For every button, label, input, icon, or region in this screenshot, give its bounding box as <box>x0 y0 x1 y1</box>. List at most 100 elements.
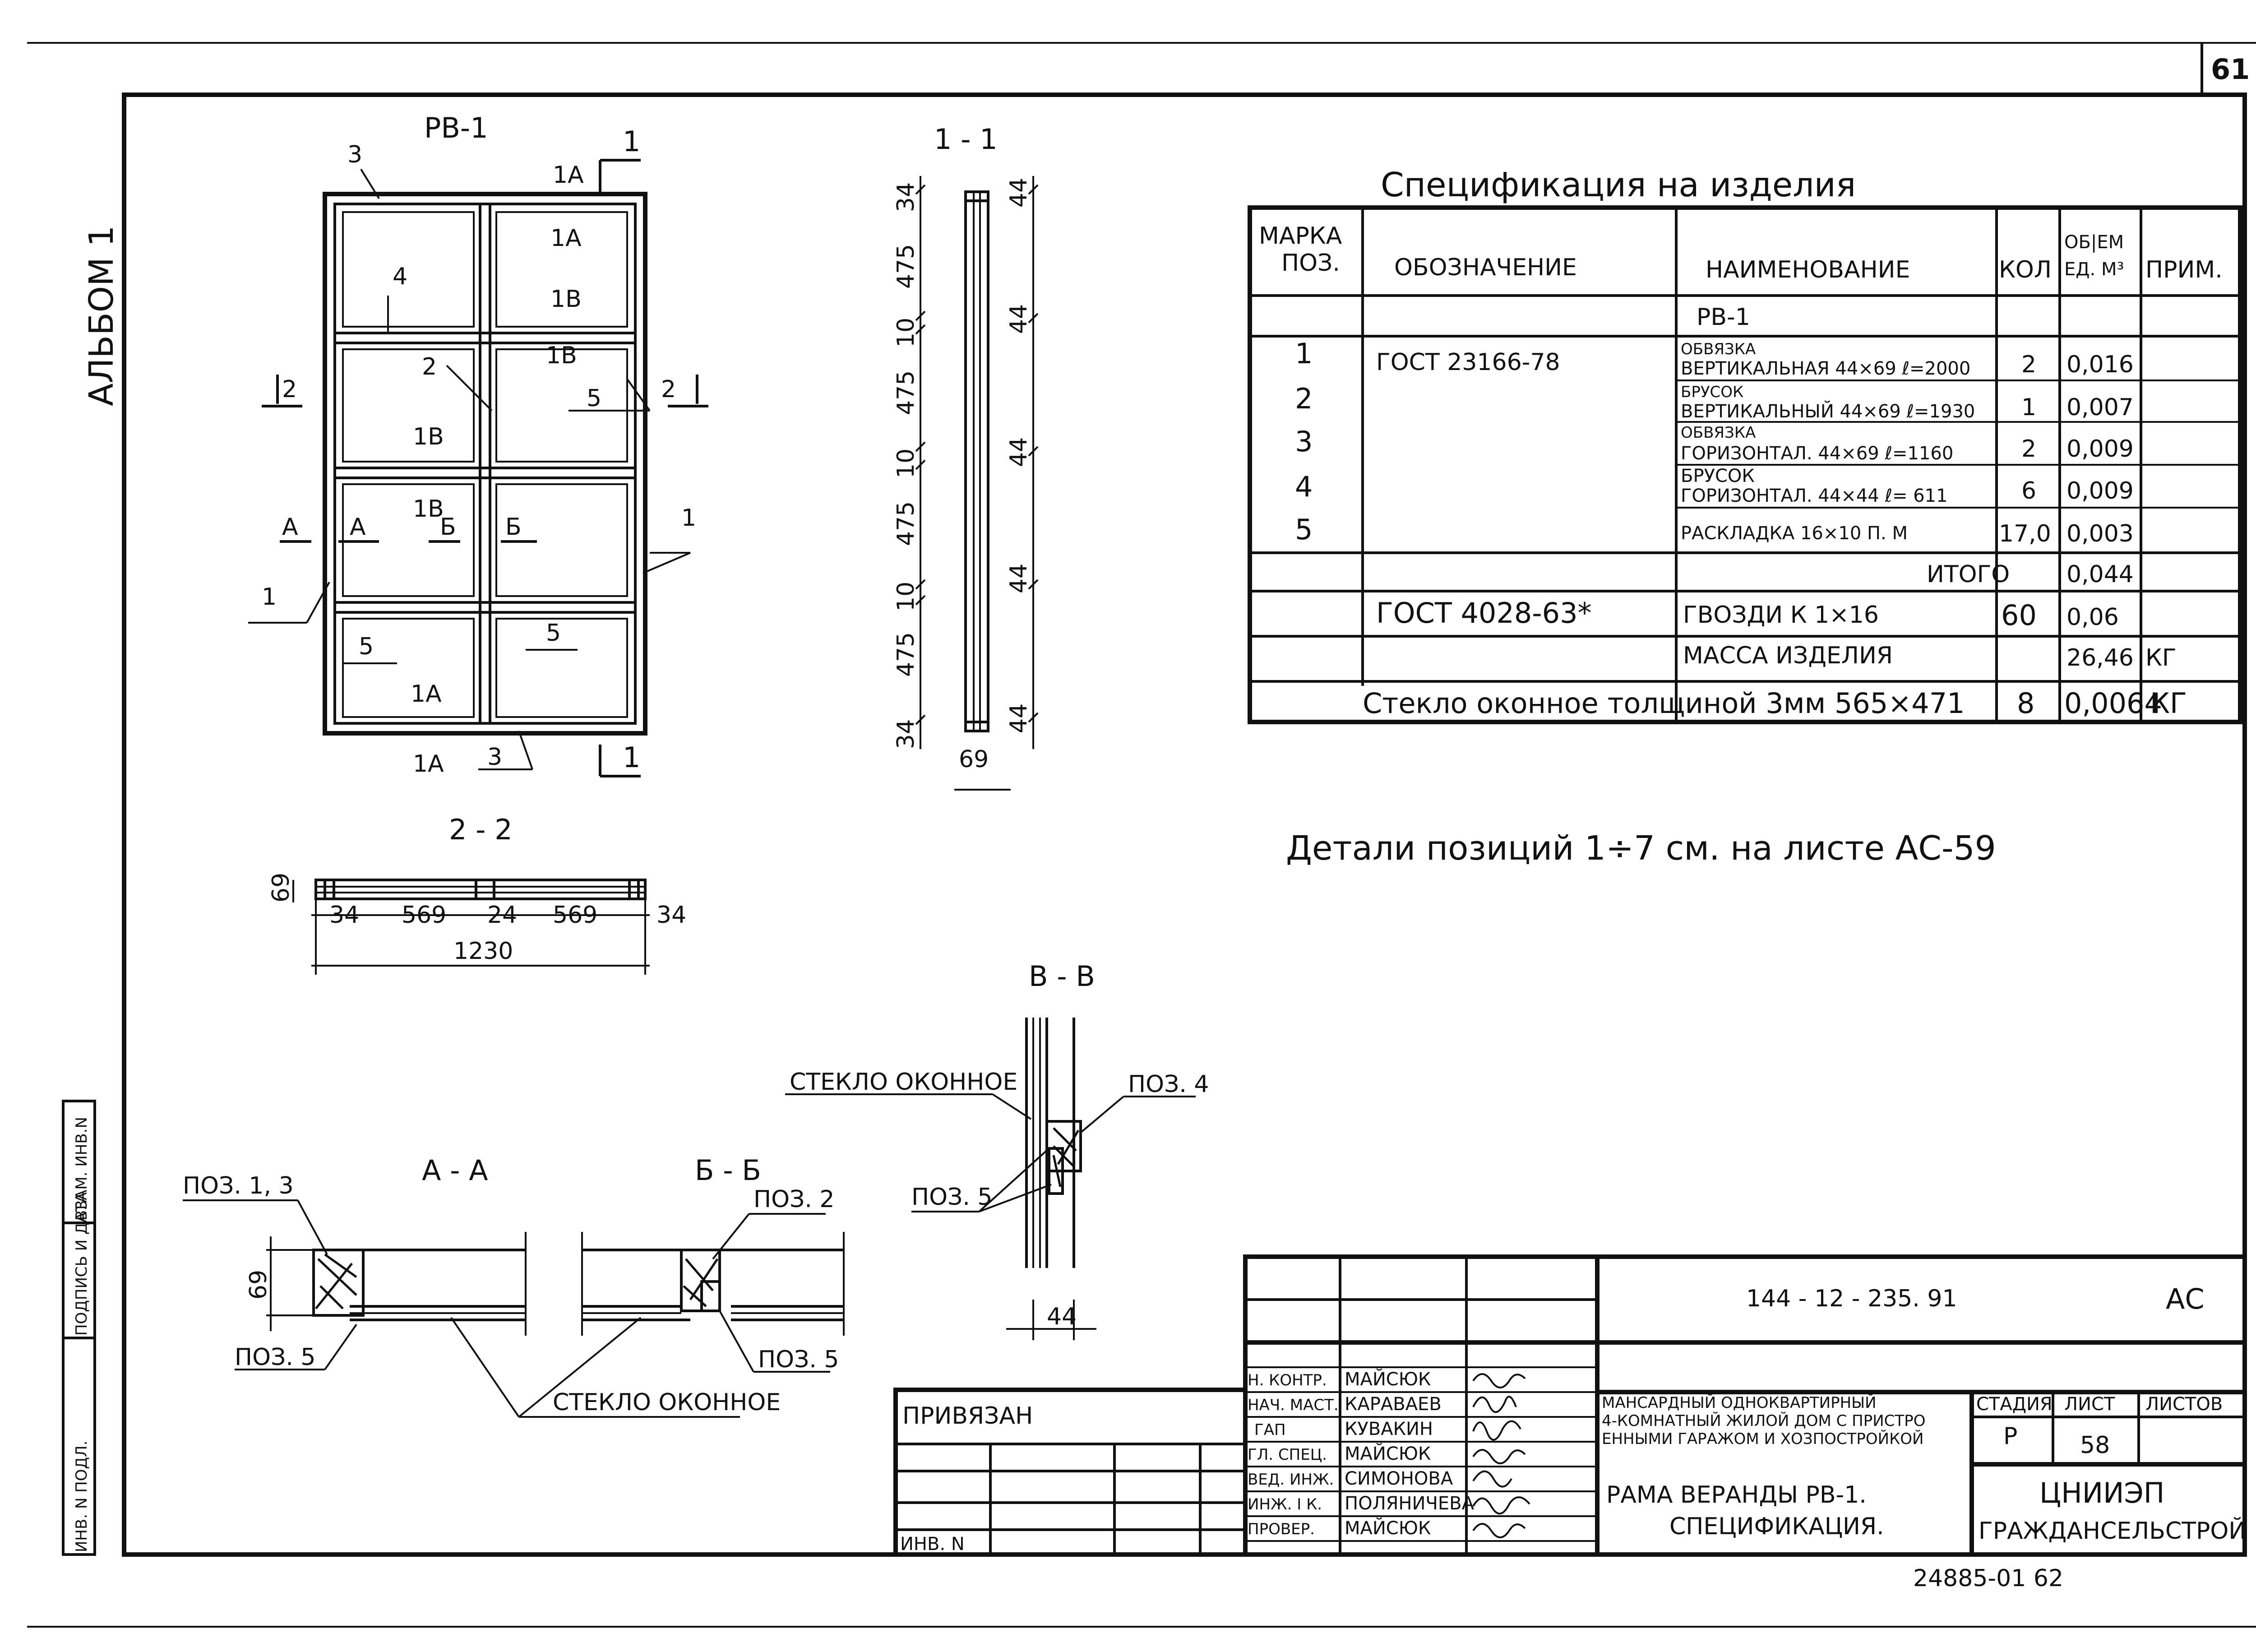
tb-stage: Р <box>2003 1423 2017 1450</box>
rv1-glass-1v-r2: 1В <box>546 342 577 369</box>
s11-dim-475-3: 475 <box>892 501 920 546</box>
aa-pos13-label: ПОЗ. 1, 3 <box>183 1172 294 1199</box>
spec-r3-name1: ОБВЯЗКА <box>1681 424 1756 442</box>
s11-dim-475-1: 475 <box>892 244 920 289</box>
tb-sheet: 58 <box>2080 1432 2110 1459</box>
spec-r3-name2: ГОРИЗОНТАЛ. 44×69 ℓ=1160 <box>1681 443 1953 464</box>
spec-r3-qty: 2 <box>2021 435 2036 463</box>
s11-rdim-44-1: 44 <box>1005 178 1032 208</box>
spec-r5-volume: 0,003 <box>2066 520 2134 547</box>
rv1-section-mark-top: 1 <box>623 125 640 158</box>
s11-dim-69: 69 <box>959 746 989 773</box>
s11-dim-10-2: 10 <box>892 449 920 478</box>
tb-name-2: КУВАКИН <box>1345 1419 1433 1439</box>
bb-pos2-label: ПОЗ. 2 <box>754 1186 835 1213</box>
spec-r2-volume: 0,007 <box>2066 394 2134 421</box>
strip-inv-podl: ИНВ. N ПОДЛ. <box>73 1441 91 1552</box>
tb-project-2: 4-КОМНАТНЫЙ ЖИЛОЙ ДОМ С ПРИСТРО <box>1602 1411 1925 1430</box>
tb-role-0: Н. КОНТР. <box>1248 1371 1327 1389</box>
section-b-b-title: Б - Б <box>695 1154 761 1187</box>
rv1-glass-1v-l3: 1В <box>413 495 444 523</box>
s11-rdim-44-4: 44 <box>1005 564 1032 593</box>
s11-dim-10-3: 10 <box>892 582 920 611</box>
rv1-glass-1v-top: 1В <box>550 286 582 313</box>
tb-role-3: ГЛ. СПЕЦ. <box>1248 1446 1327 1464</box>
rv1-section-mark-bottom: 1 <box>623 741 640 774</box>
rv1-label-1-right: 1 <box>681 504 696 532</box>
s11-dim-10-1: 10 <box>892 318 920 347</box>
tb-role-5: ИНЖ. I К. <box>1248 1495 1322 1513</box>
section-v-v-title: В - В <box>1029 960 1095 993</box>
spec-title: Спецификация на изделия <box>1381 166 1856 204</box>
rv1-label-2: 2 <box>422 353 437 380</box>
rv1-label-3-top: 3 <box>347 141 362 168</box>
vv-glass-label: СТЕКЛО ОКОННОЕ <box>790 1069 1017 1096</box>
details-note: Детали позиций 1÷7 см. на листе АС-59 <box>1286 829 1996 868</box>
spec-h-volume-2: ЕД. М³ <box>2064 259 2124 280</box>
rv1-section-b-right: Б <box>505 514 522 541</box>
spec-glass-name: Стекло оконное толщиной 3мм 565×471 <box>1363 687 1965 720</box>
section-1-1: 1 - 1 <box>915 123 1039 791</box>
spec-r4-qty: 6 <box>2021 477 2036 504</box>
rv1-glass-1v-l2: 1В <box>413 423 444 450</box>
spec-total-value: 0,044 <box>2066 561 2134 588</box>
rv1-section-b-inner: Б <box>440 514 456 541</box>
vv-pos4-label: ПОЗ. 4 <box>1128 1071 1209 1098</box>
spec-r2-pos: 2 <box>1295 382 1313 415</box>
spec-r4-volume: 0,009 <box>2066 477 2134 504</box>
rv1-glass-1a-bottom: 1А <box>411 680 442 708</box>
spec-r3-pos: 3 <box>1295 425 1313 458</box>
s11-rdim-44-3: 44 <box>1005 437 1032 467</box>
spec-mass-unit: КГ <box>2145 644 2177 671</box>
spec-r3-volume: 0,009 <box>2066 435 2134 463</box>
spec-r1-qty: 2 <box>2021 351 2036 378</box>
tb-name-4: СИМОНОВА <box>1345 1468 1453 1489</box>
section-a-a-title: А - А <box>422 1154 488 1187</box>
section-a-a: А - А <box>183 1154 527 1370</box>
spec-group: РВ-1 <box>1697 304 1750 331</box>
section-v-v: В - В <box>785 960 1196 1340</box>
spec-r1-designation: ГОСТ 23166-78 <box>1376 349 1560 376</box>
s11-dim-475-4: 475 <box>892 632 920 677</box>
spec-table-lines <box>1248 205 2242 724</box>
spec-r4-name2: ГОРИЗОНТАЛ. 44×44 ℓ= 611 <box>1681 486 1948 506</box>
tb-sheet-label: ЛИСТ <box>2064 1394 2115 1415</box>
rv1-label-5-mid: 5 <box>546 620 561 647</box>
s22-dim-24: 24 <box>487 902 517 929</box>
spec-r5-name1: РАСКЛАДКА 16×10 П. М <box>1681 523 1908 544</box>
spec-r1-name2: ВЕРТИКАЛЬНАЯ 44×69 ℓ=2000 <box>1681 358 1970 379</box>
spec-glass-qty: 8 <box>2017 687 2034 720</box>
spec-nails-name: ГВОЗДИ К 1×16 <box>1683 602 1879 629</box>
spec-nails-designation: ГОСТ 4028-63* <box>1376 597 1592 629</box>
spec-h-volume-1: ОБ|ЕМ <box>2064 232 2124 253</box>
spec-h-name: НАИМЕНОВАНИЕ <box>1706 256 1910 283</box>
sheet-number: 61 <box>2211 53 2250 86</box>
signatures <box>1472 1373 1530 1538</box>
s11-dim-34-bottom: 34 <box>892 719 920 749</box>
spec-h-qty: КОЛ <box>1999 256 2052 283</box>
s11-rdim-44-5: 44 <box>1005 703 1032 733</box>
spec-glass-volume: 0,0064 <box>2064 687 2162 720</box>
tb-stage-label: СТАДИЯ <box>1976 1394 2053 1415</box>
tb-project-1: МАНСАРДНЫЙ ОДНОКВАРТИРНЫЙ <box>1602 1393 1877 1412</box>
common-glass-label: СТЕКЛО ОКОННОЕ <box>553 1389 781 1416</box>
album-label: АЛЬБОМ 1 <box>82 226 121 407</box>
spec-nails-qty: 60 <box>2001 599 2037 632</box>
tb-set: АС <box>2166 1282 2205 1315</box>
s11-dim-475-2: 475 <box>892 370 920 415</box>
tb-role-2: ГАП <box>1254 1421 1286 1439</box>
tb-name-3: МАЙСЮК <box>1345 1443 1431 1464</box>
spec-h-designation: ОБОЗНАЧЕНИЕ <box>1394 254 1577 281</box>
tb-bound: ПРИВЯЗАН <box>902 1402 1033 1430</box>
tb-role-1: НАЧ. МАСТ. <box>1248 1396 1339 1414</box>
spec-mass-name: МАССА ИЗДЕЛИЯ <box>1683 642 1893 669</box>
spec-glass-unit: КГ <box>2150 687 2187 720</box>
vv-width: 44 <box>1047 1303 1077 1330</box>
tb-archive-no: 24885-01 62 <box>1913 1565 2063 1592</box>
section-b-b: Б - Б <box>450 1154 845 1418</box>
section-2-2: 2 - 2 <box>292 813 650 975</box>
tb-org-1: ЦНИИЭП <box>2039 1476 2164 1509</box>
tb-code: 144 - 12 - 235. 91 <box>1746 1285 1957 1312</box>
s22-dim-569-left: 569 <box>402 902 446 929</box>
